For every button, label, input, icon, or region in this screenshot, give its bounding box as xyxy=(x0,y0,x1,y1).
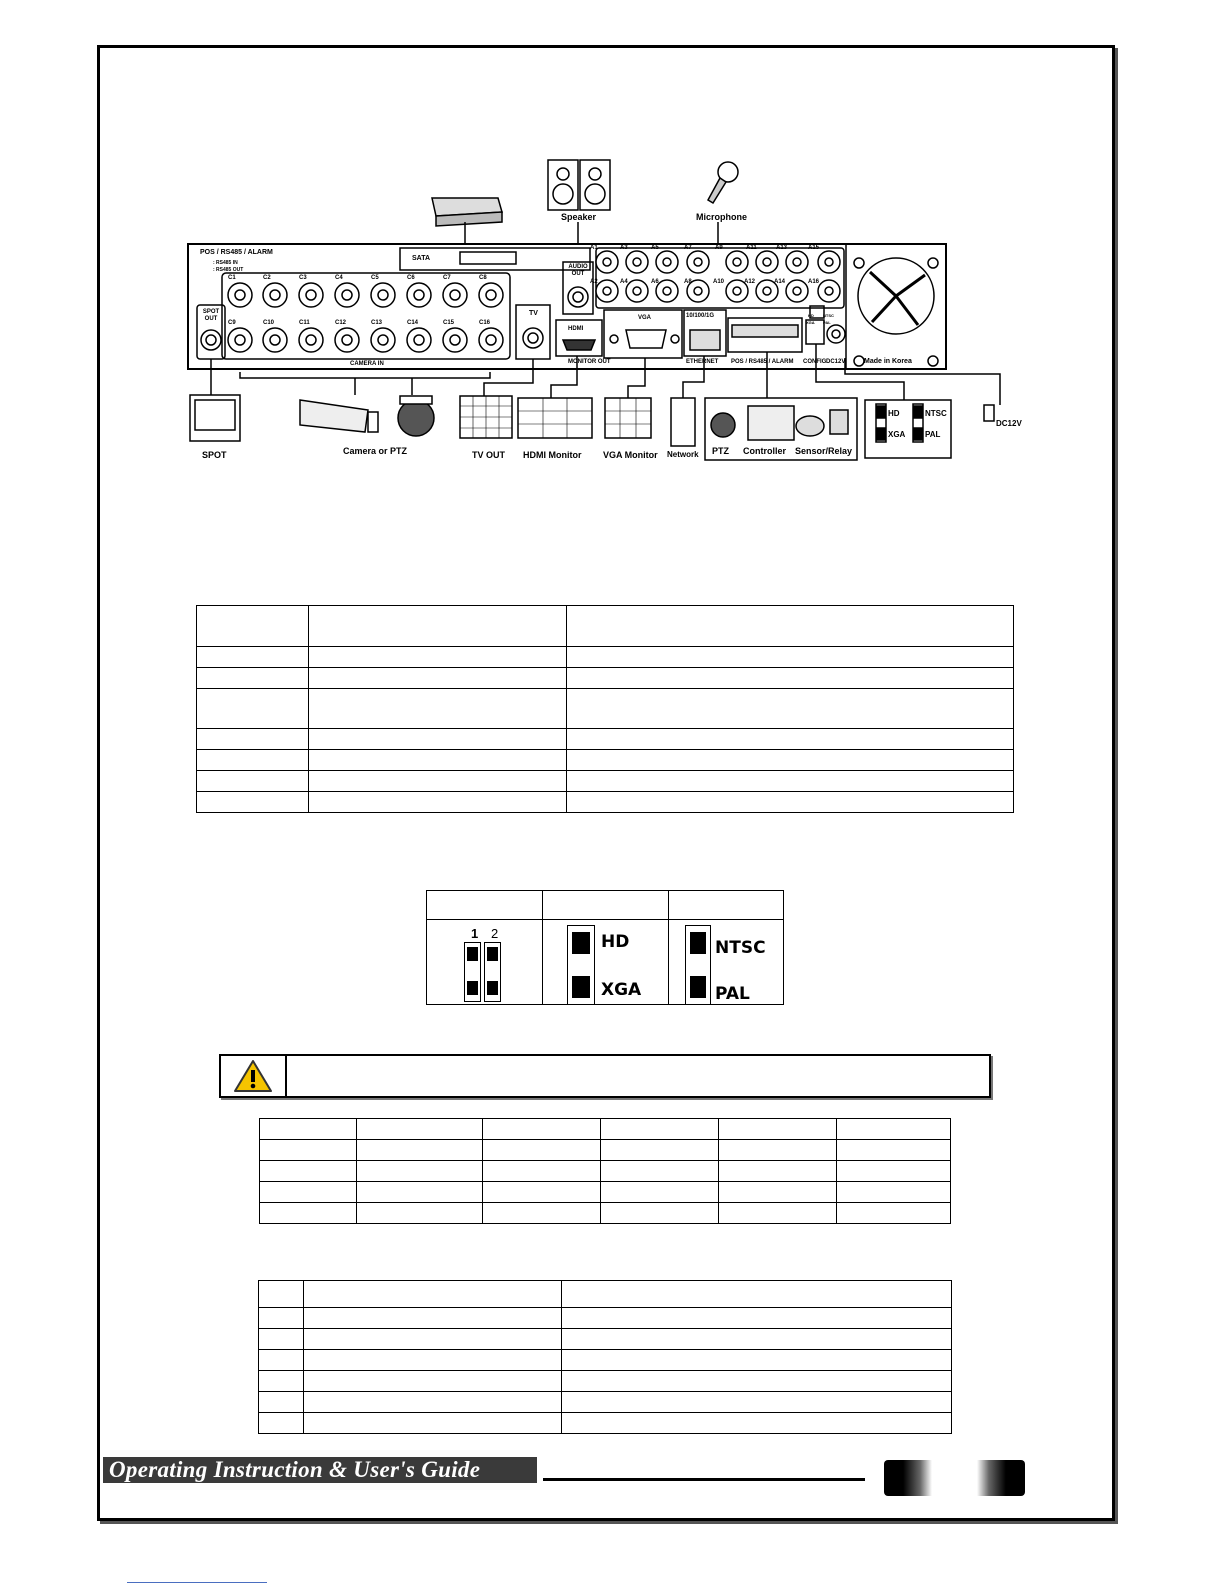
label-vga: VGA xyxy=(638,315,652,321)
label-ethernet-speed: 10/100/1G xyxy=(686,313,715,319)
label-sata: SATA xyxy=(412,255,431,262)
label-c13: C13 xyxy=(371,320,383,326)
switch-xga-label: XGA xyxy=(601,980,642,1000)
label-c4: C4 xyxy=(335,275,343,281)
label-config: CONFIG xyxy=(803,359,827,365)
label-a12: A12 xyxy=(744,279,756,285)
warning-icon xyxy=(234,1060,272,1092)
camera-connectors-top xyxy=(227,282,504,308)
label-tv-out: TV OUT xyxy=(472,450,505,460)
footer-page-left-shape xyxy=(884,1460,932,1496)
footer-page-right-shape xyxy=(977,1460,1025,1496)
dip-pin-2-label: 2 xyxy=(491,926,499,941)
label-spot-out: SPOT OUT xyxy=(202,309,220,322)
label-a4: A4 xyxy=(620,279,628,285)
connector-table xyxy=(196,605,1014,813)
label-controller: Controller xyxy=(743,446,787,456)
camera-connectors-bottom xyxy=(227,327,504,353)
label-c10: C10 xyxy=(263,320,275,326)
label-monitor-out: MONITOR OUT xyxy=(568,359,611,365)
label-ptz: PTZ xyxy=(712,446,729,456)
label-a14: A14 xyxy=(774,279,786,285)
switch-pal-label: PAL xyxy=(715,984,750,1004)
label-c2: C2 xyxy=(263,275,271,281)
label-c6: C6 xyxy=(407,275,415,281)
rear-panel-diagram xyxy=(187,159,1001,461)
label-c1: C1 xyxy=(228,275,236,281)
label-hdmi-monitor: HDMI Monitor xyxy=(523,450,582,460)
label-rs485-in: : RS485 IN xyxy=(213,260,238,266)
label-c11: C11 xyxy=(299,320,310,326)
label-ethernet: ETHERNET xyxy=(686,359,719,365)
dip-switch-1 xyxy=(464,942,481,1002)
label-a3: A3 xyxy=(620,245,628,251)
label-a15: A15 xyxy=(808,245,820,251)
label-dc12v-panel: DC12V xyxy=(826,359,846,365)
label-a13: A13 xyxy=(776,245,788,251)
label-a5: A5 xyxy=(651,245,659,251)
label-a7: A7 xyxy=(684,245,692,251)
label-c16: C16 xyxy=(479,320,491,326)
label-c7: C7 xyxy=(443,275,451,281)
hd-xga-switch xyxy=(567,925,595,1005)
page-frame xyxy=(97,45,1115,1521)
spec-table xyxy=(259,1118,951,1224)
label-a16: A16 xyxy=(808,279,820,285)
switch-table: 1 2 HD XGA NTSC PAL xyxy=(426,890,784,1005)
label-dev-ntsc: NTSC xyxy=(925,409,947,418)
dip-pin-1-label: 1 xyxy=(471,926,479,941)
ntsc-pal-switch xyxy=(685,925,711,1005)
label-speaker: Speaker xyxy=(561,212,597,222)
label-a10: A10 xyxy=(713,279,725,285)
label-a9: A9 xyxy=(715,245,723,251)
label-c9: C9 xyxy=(228,320,236,326)
label-camera-ptz: Camera or PTZ xyxy=(343,446,408,456)
label-c14: C14 xyxy=(407,320,419,326)
label-microphone: Microphone xyxy=(696,212,747,222)
label-sw-pal: PAL xyxy=(823,320,831,325)
label-a11: A11 xyxy=(746,245,757,251)
label-c5: C5 xyxy=(371,275,379,281)
label-spot: SPOT xyxy=(202,450,227,460)
audio-connectors-bottom xyxy=(595,279,841,303)
label-a8: A8 xyxy=(684,279,692,285)
bottom-link-underline xyxy=(127,1582,267,1583)
label-sw-ntsc: NTSC xyxy=(823,313,834,318)
label-c8: C8 xyxy=(479,275,487,281)
label-c3: C3 xyxy=(299,275,307,281)
label-sw-hd: HD xyxy=(808,313,814,318)
label-vga-monitor: VGA Monitor xyxy=(603,450,658,460)
switch-ntsc-label: NTSC xyxy=(715,938,766,958)
label-dev-xga: XGA xyxy=(888,430,906,439)
label-audio-out: AUDIO OUT xyxy=(568,264,588,277)
dip-switch-2 xyxy=(484,942,501,1002)
warning-box xyxy=(219,1054,991,1098)
switch-hd-label: HD xyxy=(601,932,630,952)
label-dev-hd: HD xyxy=(888,409,900,418)
label-rs485-out: : RS485 OUT xyxy=(213,267,244,273)
label-a2: A2 xyxy=(590,279,598,285)
label-sensor-relay: Sensor/Relay xyxy=(795,446,853,456)
label-hdmi: HDMI xyxy=(568,326,584,332)
label-pos-bottom: POS / RS485 / ALARM xyxy=(731,359,794,365)
pin-table xyxy=(258,1280,952,1434)
label-camera-in: CAMERA IN xyxy=(350,361,384,367)
label-a6: A6 xyxy=(651,279,659,285)
footer-rule xyxy=(543,1478,865,1481)
label-a1: A1 xyxy=(590,245,598,251)
label-made-in: Made in Korea xyxy=(864,358,912,365)
label-c15: C15 xyxy=(443,320,455,326)
label-tv: TV xyxy=(529,310,538,317)
audio-connectors-top xyxy=(595,250,841,274)
label-pos-header: POS / RS485 / ALARM xyxy=(200,249,273,256)
label-dc12v: DC12V xyxy=(996,419,1022,428)
label-dev-pal: PAL xyxy=(925,430,941,439)
warning-icon-cell xyxy=(221,1056,287,1096)
label-network: Network xyxy=(667,450,699,459)
label-c12: C12 xyxy=(335,320,347,326)
footer-title: Operating Instruction & User's Guide xyxy=(103,1457,537,1483)
label-sw-xga: XGA xyxy=(806,320,815,325)
